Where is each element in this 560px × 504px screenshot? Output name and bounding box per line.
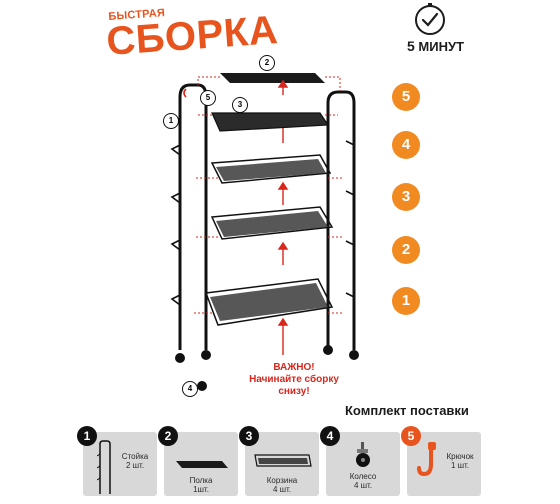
time-value: 5 xyxy=(407,38,415,54)
item-number: 5 xyxy=(401,426,421,446)
item-label: Колесо 4 шт. xyxy=(349,472,377,490)
callout-1: 1 xyxy=(163,113,179,129)
item-label: Крючок 1 шт. xyxy=(446,452,474,470)
kit-item-upright: 1 Стойка 2 шт. xyxy=(77,426,157,496)
item-label: Полка 1шт. xyxy=(189,476,213,494)
warning-title: ВАЖНО! xyxy=(273,362,315,373)
callout-5: 5 xyxy=(200,90,216,106)
item-number: 3 xyxy=(239,426,259,446)
left-upright xyxy=(178,83,208,350)
item-label: Стойка 2 шт. xyxy=(121,452,149,470)
kit-item-basket: 3 Корзина 4 шт. xyxy=(239,426,319,496)
rack-illustration xyxy=(170,73,359,391)
basket-icon xyxy=(254,454,312,467)
assembly-warning: ВАЖНО! Начинайте сборку снизу! xyxy=(238,362,350,398)
callout-2: 2 xyxy=(259,55,275,71)
callout-4: 4 xyxy=(182,381,198,397)
callout-3: 3 xyxy=(232,97,248,113)
item-number: 2 xyxy=(158,426,178,446)
hook-icon xyxy=(417,442,436,477)
kit-item-shelf: 2 Полка 1шт. xyxy=(158,426,238,496)
step-badge-2: 2 xyxy=(392,236,420,264)
step-badge-1: 1 xyxy=(392,287,420,315)
wheel-icon xyxy=(356,442,370,467)
upright-icon xyxy=(97,440,111,494)
kit-title: Комплект поставки xyxy=(345,403,469,418)
kit-item-wheel: 4 Колесо 4 шт. xyxy=(320,426,400,496)
step-badge-5: 5 xyxy=(392,83,420,111)
wheels xyxy=(175,345,359,391)
item-number: 4 xyxy=(320,426,340,446)
shelf-icon xyxy=(176,461,228,468)
top-shelf xyxy=(220,73,325,83)
clock-check-icon xyxy=(415,3,445,35)
item-label: Корзина 4 шт. xyxy=(266,476,298,494)
step-badge-3: 3 xyxy=(392,183,420,211)
assembly-time: 5 МИНУТ xyxy=(407,38,464,54)
right-upright xyxy=(326,90,356,350)
step-badge-4: 4 xyxy=(392,131,420,159)
basket xyxy=(211,112,330,132)
basket xyxy=(204,154,334,326)
time-unit: МИНУТ xyxy=(418,39,465,54)
warning-text: Начинайте сборку снизу! xyxy=(249,374,339,397)
item-number: 1 xyxy=(77,426,97,446)
kit-item-hook: 5 Крючок 1 шт. xyxy=(401,426,481,496)
